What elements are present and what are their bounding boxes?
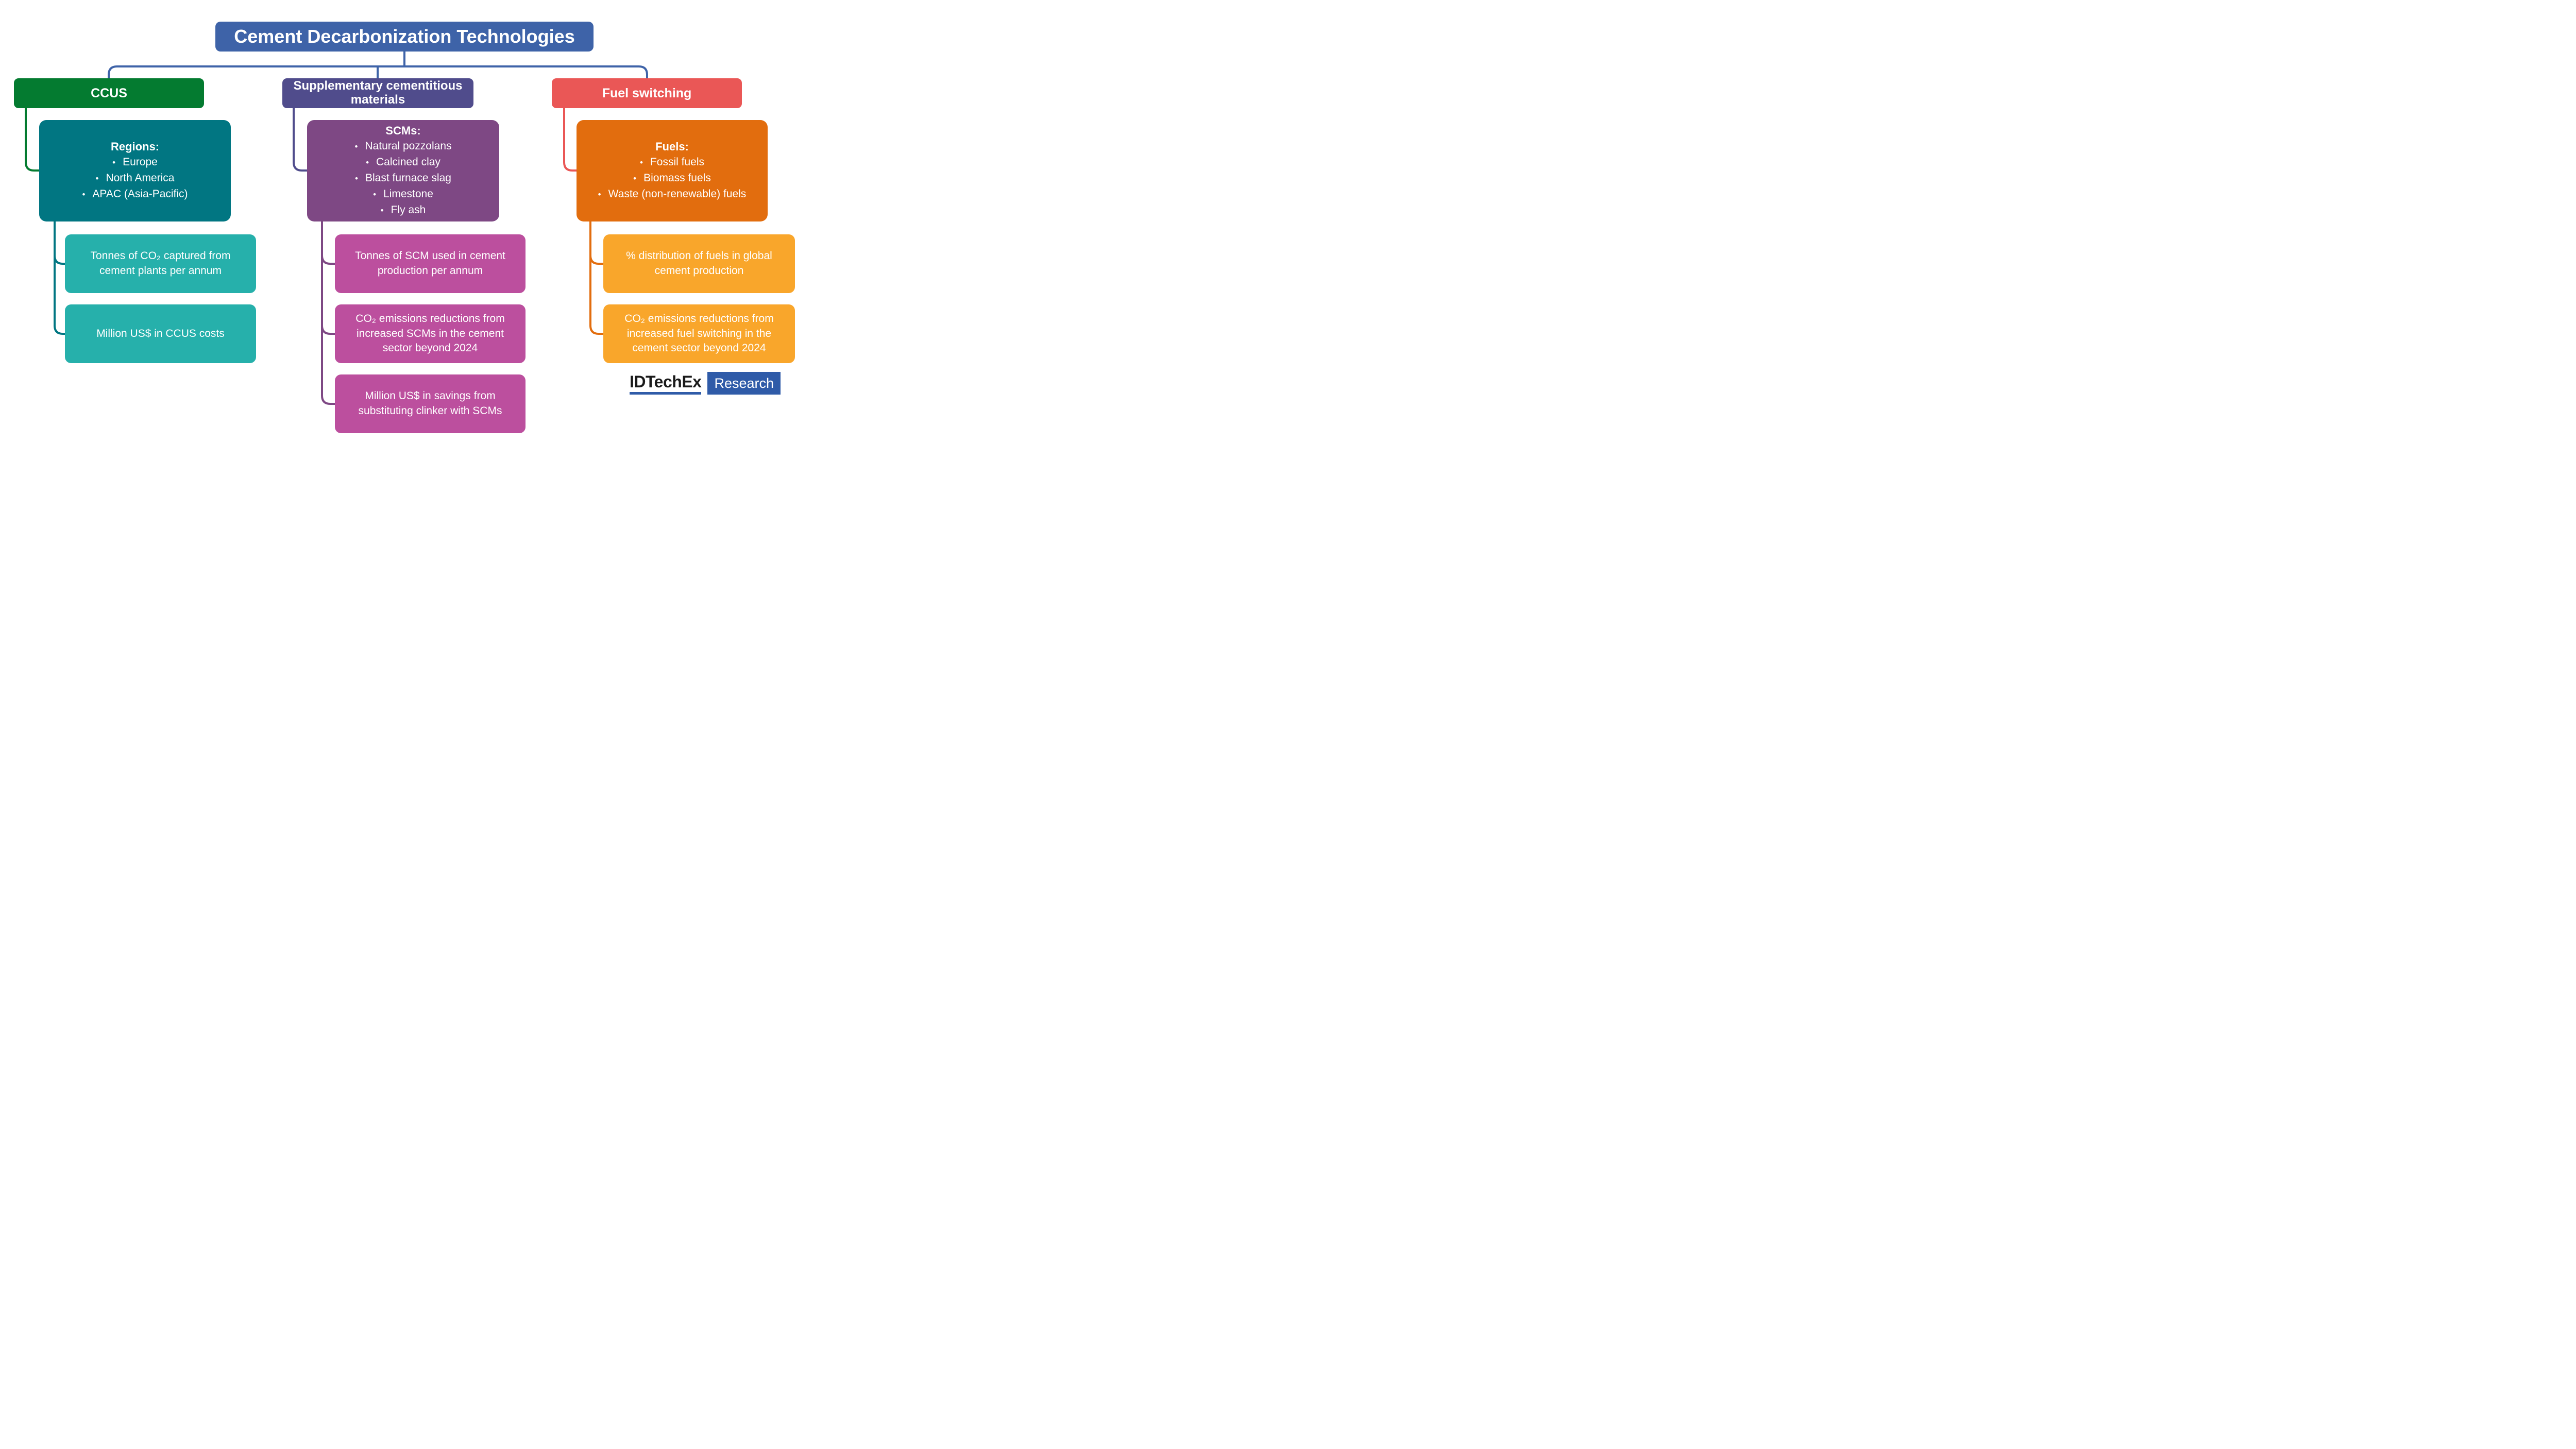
- bullet-dot: •: [112, 158, 116, 167]
- fuel-header-box: Fuel switching: [552, 78, 742, 108]
- idtechex-logo: IDTechEx Research: [630, 372, 781, 395]
- bullet-item: • Europe: [82, 155, 188, 171]
- bullet-text: Europe: [123, 156, 158, 168]
- idtechex-wordmark-block: IDTechEx: [630, 372, 702, 395]
- metric-box-scm-2: CO₂ emissions reductions from increased …: [335, 304, 526, 363]
- metric-box-scm-3: Million US$ in savings from substituting…: [335, 374, 526, 433]
- bullet-item: • APAC (Asia-Pacific): [82, 186, 188, 202]
- metric-text: % distribution of fuels in global cement…: [626, 250, 772, 277]
- bullet-item: • Biomass fuels: [598, 171, 747, 186]
- bullet-text: Fly ash: [391, 204, 426, 216]
- bullet-dot: •: [354, 142, 358, 151]
- bullet-text: Biomass fuels: [643, 172, 711, 184]
- bullet-dot: •: [95, 174, 99, 183]
- metric-text: Million US$ in savings from substituting…: [358, 390, 502, 417]
- bullet-item: • Waste (non-renewable) fuels: [598, 186, 747, 202]
- ccus-header-box: CCUS: [14, 78, 204, 108]
- bullet-item: • Blast furnace slag: [354, 171, 451, 186]
- bullet-text: Calcined clay: [376, 156, 440, 168]
- metric-text: Tonnes of CO₂ captured from cement plant…: [90, 250, 231, 277]
- bullet-item: • Fly ash: [354, 202, 451, 218]
- scm-header-label: Supplementary cementitious materials: [293, 79, 463, 107]
- bullet-text: Fossil fuels: [650, 156, 704, 168]
- bullet-text: Waste (non-renewable) fuels: [608, 188, 747, 200]
- regions-list: • Europe • North America • APAC (Asia-Pacific…: [82, 155, 188, 202]
- metric-text: CO₂ emissions reductions from increased …: [355, 312, 505, 354]
- bullet-dot: •: [355, 174, 358, 183]
- bullet-item: • Fossil fuels: [598, 155, 747, 171]
- metric-text: CO₂ emissions reductions from increased …: [624, 312, 774, 354]
- fuels-heading: Fuels:: [655, 140, 689, 153]
- metric-text: Tonnes of SCM used in cement production …: [355, 250, 505, 277]
- metric-box-fuel-2: CO₂ emissions reductions from increased …: [603, 304, 795, 363]
- bullet-dot: •: [82, 190, 86, 199]
- bullet-dot: •: [640, 158, 643, 167]
- bullet-dot: •: [633, 174, 637, 183]
- bullet-dot: •: [373, 190, 377, 199]
- metric-box-ccus-2: Million US$ in CCUS costs: [65, 304, 256, 363]
- scms-heading: SCMs:: [385, 124, 421, 137]
- page-title: Cement Decarbonization Technologies: [234, 26, 575, 47]
- bullet-dot: •: [380, 206, 384, 215]
- logo-underline: [630, 392, 702, 395]
- bullet-text: Natural pozzolans: [365, 140, 452, 152]
- bullet-dot: •: [366, 158, 369, 167]
- title-box: Cement Decarbonization Technologies: [215, 22, 594, 52]
- regions-heading: Regions:: [110, 140, 160, 153]
- scms-list: • Natural pozzolans • Calcined clay • Blast f…: [354, 139, 451, 218]
- fuel-header-label: Fuel switching: [602, 86, 692, 100]
- bullet-item: • Limestone: [354, 186, 451, 202]
- bullet-item: • Calcined clay: [354, 155, 451, 171]
- bullet-item: • Natural pozzolans: [354, 139, 451, 155]
- bullet-item: • North America: [82, 171, 188, 186]
- bullet-text: Limestone: [383, 188, 433, 200]
- metric-text: Million US$ in CCUS costs: [96, 327, 225, 339]
- research-badge: Research: [707, 372, 781, 395]
- bullet-text: North America: [106, 172, 175, 184]
- scm-header-box: Supplementary cementitious materials: [282, 78, 473, 108]
- fuel-fuels-box: Fuels: •Fossil fuels•Biomass fuels•Waste…: [577, 120, 768, 221]
- bullet-text: Blast furnace slag: [365, 172, 451, 184]
- connector-top-bar: [108, 65, 648, 79]
- scm-materials-box: SCMs: • Natural pozzolans • Calcined clay • B…: [307, 120, 499, 221]
- idtechex-wordmark: IDTechEx: [630, 372, 702, 391]
- cement-decarbonization-diagram: Cement Decarbonization Technologies CCUS…: [0, 0, 808, 454]
- metric-box-scm-1: Tonnes of SCM used in cement production …: [335, 234, 526, 293]
- research-label: Research: [714, 375, 774, 391]
- bullet-text: APAC (Asia-Pacific): [92, 188, 188, 200]
- metric-box-fuel-1: % distribution of fuels in global cement…: [603, 234, 795, 293]
- bullet-dot: •: [598, 190, 601, 199]
- metric-box-ccus-1: Tonnes of CO₂ captured from cement plant…: [65, 234, 256, 293]
- ccus-header-label: CCUS: [91, 86, 127, 100]
- fuels-list: •Fossil fuels•Biomass fuels•Waste (non-r…: [598, 155, 747, 202]
- ccus-regions-box: Regions: • Europe • North America • APAC (Asi…: [39, 120, 231, 221]
